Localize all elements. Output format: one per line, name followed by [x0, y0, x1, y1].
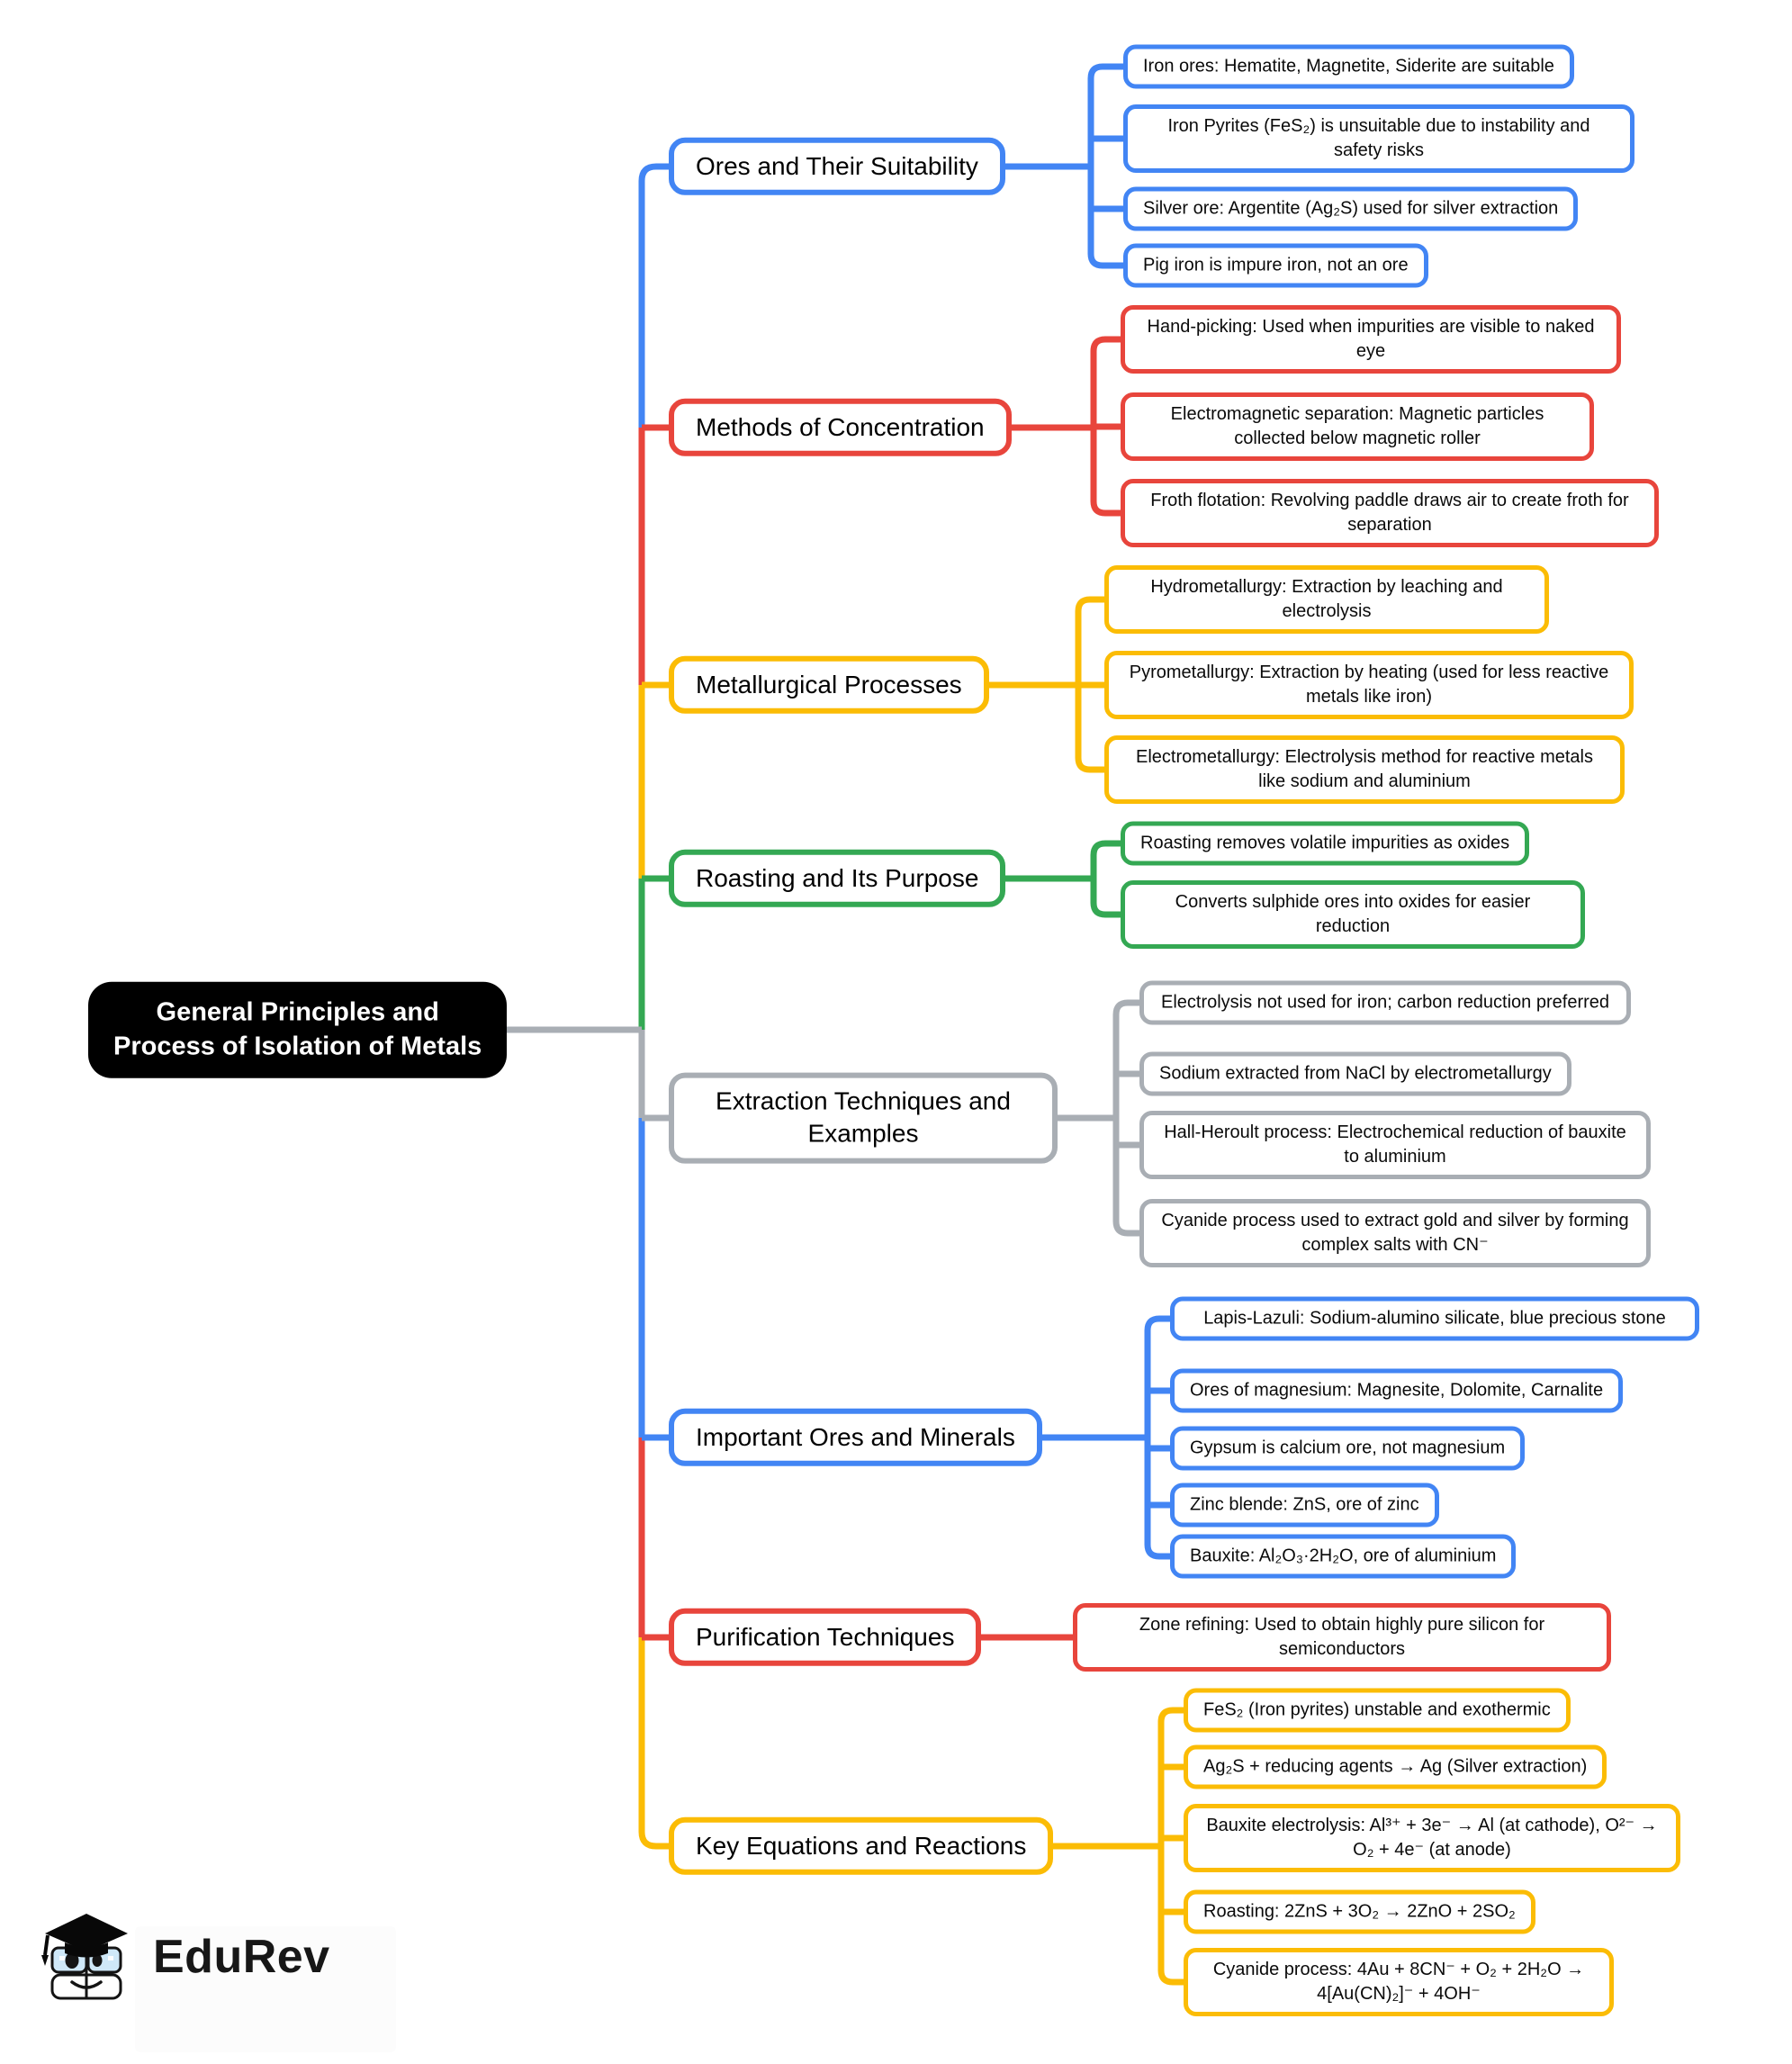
child-node: Pig iron is impure iron, not an ore	[1123, 243, 1428, 288]
logo-background	[135, 1926, 396, 2052]
child-node: Hand-picking: Used when impurities are v…	[1121, 305, 1621, 374]
child-node: Sodium extracted from NaCl by electromet…	[1139, 1051, 1571, 1096]
connector	[638, 1637, 678, 1850]
central-topic-line2: Process of Isolation of Metals	[113, 1032, 482, 1061]
branch-header-concentration-methods: Methods of Concentration	[669, 398, 1012, 457]
child-node: Silver ore: Argentite (Ag₂S) used for si…	[1123, 186, 1579, 231]
child-node: Electromagnetic separation: Magnetic par…	[1121, 392, 1594, 461]
child-node: Ag₂S + reducing agents → Ag (Silver extr…	[1184, 1744, 1607, 1789]
child-node: Electrolysis not used for iron; carbon r…	[1139, 980, 1631, 1025]
edurev-logo-text: EduRev	[153, 1931, 330, 1983]
child-node: FeS₂ (Iron pyrites) unstable and exother…	[1184, 1688, 1571, 1733]
branch-header-roasting-purpose: Roasting and Its Purpose	[669, 849, 1006, 908]
branch-header-metallurgical-processes: Metallurgical Processes	[669, 655, 989, 715]
edurev-logo[interactable]: EduRev	[38, 1906, 330, 2007]
child-node: Roasting removes volatile impurities as …	[1121, 821, 1530, 866]
connector	[638, 163, 678, 428]
child-node: Lapis-Lazuli: Sodium-alumino silicate, b…	[1170, 1296, 1699, 1341]
child-node: Ores of magnesium: Magnesite, Dolomite, …	[1170, 1368, 1624, 1413]
child-node: Cyanide process used to extract gold and…	[1139, 1199, 1651, 1267]
child-node: Roasting: 2ZnS + 3O₂ → 2ZnO + 2SO₂	[1184, 1889, 1535, 1934]
branch-header-extraction-techniques: Extraction Techniques and Examples	[669, 1072, 1058, 1164]
child-node: Hall-Heroult process: Electrochemical re…	[1139, 1111, 1651, 1179]
child-node: Gypsum is calcium ore, not magnesium	[1170, 1426, 1526, 1471]
branch-header-ores-suitability: Ores and Their Suitability	[669, 137, 1005, 196]
child-node: Pyrometallurgy: Extraction by heating (u…	[1104, 651, 1634, 719]
child-node: Froth flotation: Revolving paddle draws …	[1121, 479, 1659, 547]
branch-header-key-equations: Key Equations and Reactions	[669, 1816, 1054, 1876]
child-node: Hydrometallurgy: Extraction by leaching …	[1104, 565, 1549, 634]
child-node: Electrometallurgy: Electrolysis method f…	[1104, 735, 1625, 804]
child-node: Bauxite electrolysis: Al³⁺ + 3e⁻ → Al (a…	[1184, 1804, 1680, 1872]
central-topic-line1: General Principles and	[156, 997, 439, 1027]
child-node: Converts sulphide ores into oxides for e…	[1121, 880, 1585, 949]
central-topic: General Principles and Process of Isolat…	[88, 981, 508, 1078]
child-node: Iron Pyrites (FeS₂) is unsuitable due to…	[1123, 104, 1634, 173]
child-node: Cyanide process: 4Au + 8CN⁻ + O₂ + 2H₂O …	[1184, 1948, 1614, 2016]
child-node: Bauxite: Al₂O₃·2H₂O, ore of aluminium	[1170, 1534, 1517, 1579]
edurev-graduation-cap-icon	[41, 1914, 128, 2000]
child-node: Zinc blende: ZnS, ore of zinc	[1170, 1483, 1439, 1528]
branch-header-purification-techniques: Purification Techniques	[669, 1608, 982, 1667]
child-node: Iron ores: Hematite, Magnetite, Siderite…	[1123, 44, 1574, 89]
child-node: Zone refining: Used to obtain highly pur…	[1073, 1603, 1611, 1672]
branch-header-important-ores: Important Ores and Minerals	[669, 1408, 1042, 1467]
